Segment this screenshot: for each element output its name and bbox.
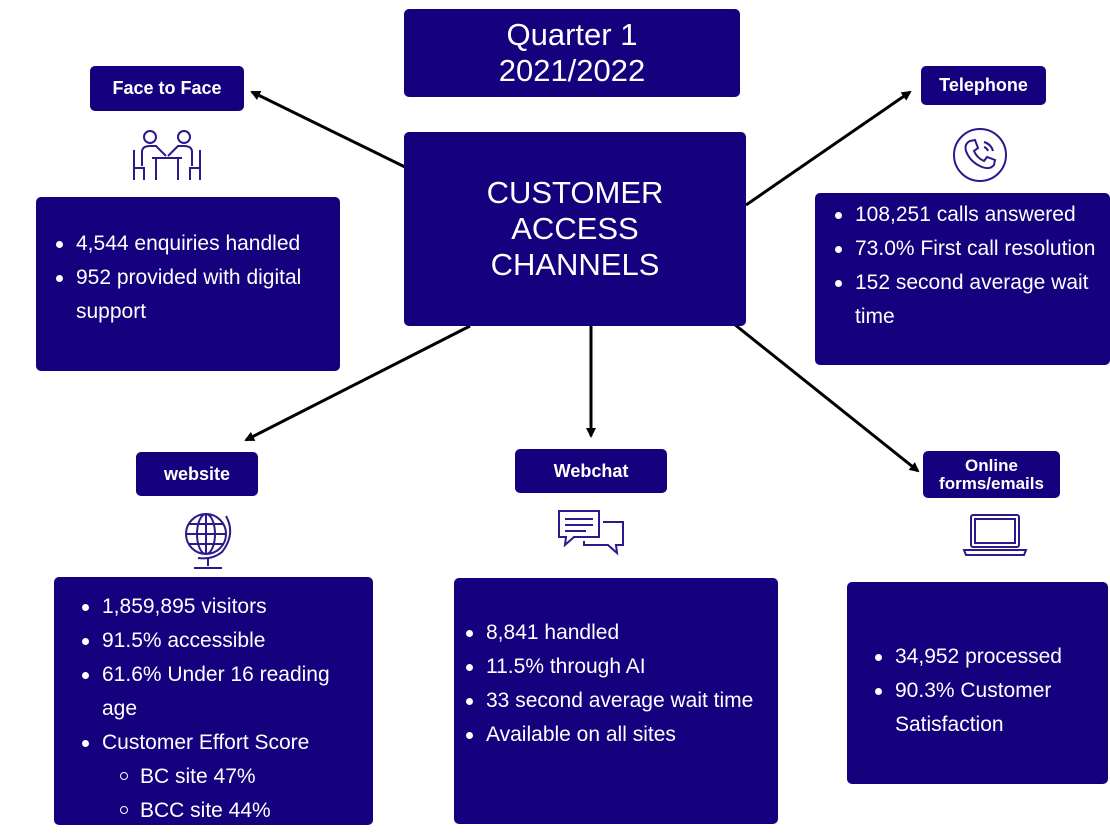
list-subitem: BC site 47% bbox=[76, 760, 373, 794]
telephone-list: 108,251 calls answered 73.0% First call … bbox=[829, 198, 1110, 334]
list-item: 73.0% First call resolution bbox=[829, 232, 1110, 266]
arrow-online bbox=[733, 322, 920, 473]
list-item: 4,544 enquiries handled bbox=[50, 227, 326, 261]
website-list: 1,859,895 visitors 91.5% accessible 61.6… bbox=[76, 590, 373, 828]
online-forms-label-line-1: Online bbox=[965, 455, 1018, 475]
quarter-box: Quarter 1 2021/2022 bbox=[404, 9, 740, 97]
arrow-website bbox=[244, 324, 471, 442]
center-title-line-2: ACCESS bbox=[511, 211, 639, 246]
face-to-face-box: 4,544 enquiries handled 952 provided wit… bbox=[36, 197, 340, 371]
list-item: 1,859,895 visitors bbox=[76, 590, 373, 624]
arrow-face-to-face bbox=[250, 90, 406, 169]
webchat-label: Webchat bbox=[515, 449, 667, 493]
face-to-face-list: 4,544 enquiries handled 952 provided wit… bbox=[50, 227, 326, 329]
list-item: 108,251 calls answered bbox=[829, 198, 1110, 232]
list-item: Available on all sites bbox=[460, 718, 778, 752]
list-item: 34,952 processed bbox=[869, 640, 1108, 674]
meeting-icon bbox=[133, 130, 201, 180]
year-label: 2021/2022 bbox=[498, 53, 646, 88]
list-item: 952 provided with digital support bbox=[50, 261, 326, 329]
list-item: 90.3% Customer Satisfaction bbox=[869, 674, 1108, 742]
online-forms-label-line-2: forms/emails bbox=[939, 473, 1044, 493]
website-box: 1,859,895 visitors 91.5% accessible 61.6… bbox=[54, 577, 373, 825]
online-forms-label: Online forms/emails bbox=[923, 451, 1060, 498]
list-item: 91.5% accessible bbox=[76, 624, 373, 658]
list-item: 33 second average wait time bbox=[460, 684, 778, 718]
laptop-icon bbox=[962, 514, 1028, 556]
chat-icon bbox=[558, 510, 624, 556]
webchat-box: 8,841 handled 11.5% through AI 33 second… bbox=[454, 578, 778, 824]
list-item: Customer Effort Score bbox=[76, 726, 373, 760]
list-item: 61.6% Under 16 reading age bbox=[76, 658, 373, 726]
center-title-line-1: CUSTOMER bbox=[486, 175, 664, 210]
list-item: 8,841 handled bbox=[460, 616, 778, 650]
arrow-telephone bbox=[745, 90, 912, 207]
list-subitem: BCC site 44% bbox=[76, 794, 373, 828]
webchat-list: 8,841 handled 11.5% through AI 33 second… bbox=[460, 616, 778, 752]
online-forms-list: 34,952 processed 90.3% Customer Satisfac… bbox=[869, 640, 1108, 742]
face-to-face-label: Face to Face bbox=[90, 66, 244, 111]
telephone-box: 108,251 calls answered 73.0% First call … bbox=[815, 193, 1110, 365]
list-item: 11.5% through AI bbox=[460, 650, 778, 684]
center-title-line-3: CHANNELS bbox=[490, 247, 660, 282]
phone-icon bbox=[953, 128, 1007, 182]
list-item: 152 second average wait time bbox=[829, 266, 1110, 334]
telephone-label: Telephone bbox=[921, 66, 1046, 105]
quarter-label: Quarter 1 bbox=[506, 17, 638, 52]
globe-icon bbox=[185, 513, 232, 569]
website-label: website bbox=[136, 452, 258, 496]
online-forms-box: 34,952 processed 90.3% Customer Satisfac… bbox=[847, 582, 1108, 784]
center-title-box: CUSTOMER ACCESS CHANNELS bbox=[404, 132, 746, 326]
